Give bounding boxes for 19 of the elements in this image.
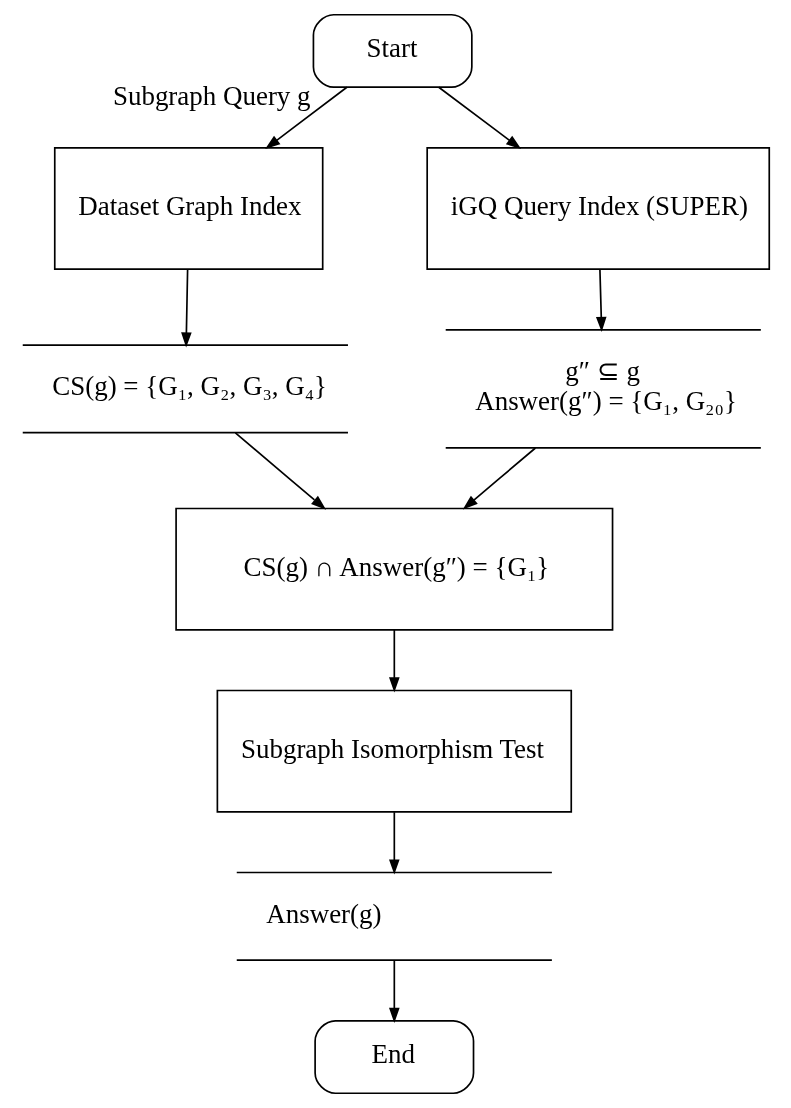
node-text: CS(g) = {G₁, G₂, G₃, G₄}: [51, 371, 327, 402]
arrow: [595, 268, 607, 332]
node-box: CS(g) ∩ Answer(g″) = {G₁}: [174, 507, 613, 631]
arrow: [388, 629, 400, 693]
arrow: [388, 959, 400, 1024]
node-box: End: [313, 1019, 474, 1095]
arrow: [388, 811, 400, 875]
node-box: Dataset Graph Index: [53, 147, 324, 271]
node-box: iGQ Query Index (SUPER): [425, 147, 770, 271]
arrow: [264, 86, 348, 150]
arrow: [437, 86, 521, 150]
node-box: Subgraph Isomorphism Test: [216, 689, 572, 813]
arrow: [462, 447, 536, 510]
node-box: Start: [312, 13, 473, 89]
node-text: Answer(g): [265, 898, 382, 929]
edge-label: Subgraph Query g: [112, 81, 311, 112]
node-text: g″ ⊆ g Answer(g″) = {G₁, G₂₀}: [474, 356, 737, 417]
arrow: [234, 432, 326, 510]
arrow: [180, 268, 192, 348]
